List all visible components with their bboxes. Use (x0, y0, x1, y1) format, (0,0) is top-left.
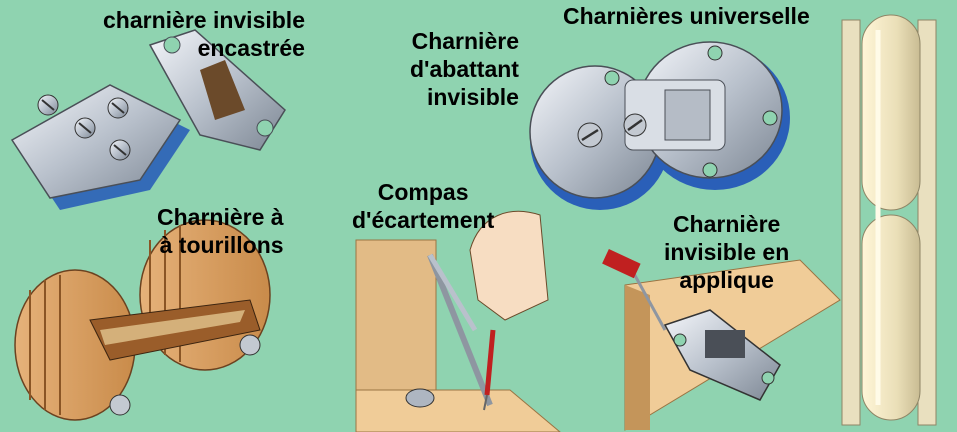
label-barrel-hinge: Charnière à à tourillons (157, 203, 284, 259)
lift-off-hinge-icon (841, 14, 937, 426)
concealed-hinge-icon (10, 29, 286, 210)
label-line: invisible en (664, 239, 790, 265)
surface-hinge-icon (602, 248, 841, 431)
label-lid-stay: Compas d'écartement (352, 178, 494, 234)
barrel-hinge-icon (14, 219, 271, 421)
label-line: Charnière à (157, 204, 284, 230)
lid-stay-icon (355, 210, 561, 432)
label-line: à tourillons (159, 232, 284, 258)
label-line: applique (679, 267, 774, 293)
label-line: charnière invisible (103, 7, 305, 33)
label-line: d'écartement (352, 207, 495, 233)
label-line: Charnière (672, 211, 781, 237)
label-line: Compas (377, 179, 469, 205)
label-line: encastrée (197, 35, 305, 61)
label-line: invisible (426, 84, 519, 110)
label-line: Charnières universelle (563, 3, 810, 29)
label-universal-hinge: Charnières universelle (563, 2, 810, 30)
label-line: Charnière (411, 28, 519, 54)
flap-hinge-icon (529, 41, 790, 210)
label-flap-hinge: Charnière d'abattant invisible (410, 27, 519, 111)
label-line: d'abattant (410, 56, 519, 82)
label-concealed-hinge: charnière invisible encastrée (103, 6, 305, 62)
label-surface-hinge: Charnière invisible en applique (664, 210, 789, 294)
